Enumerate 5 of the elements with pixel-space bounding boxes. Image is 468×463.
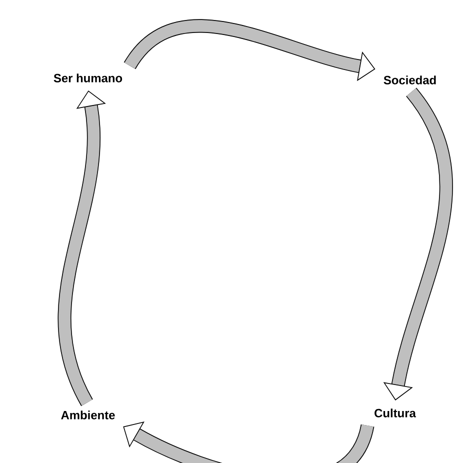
curved-arrow (123, 422, 374, 463)
node-label: Ser humano (54, 74, 122, 82)
node-label: Ambiente (61, 410, 115, 420)
node-label: Cultura (374, 408, 416, 418)
node-label: Sociedad (384, 76, 436, 84)
